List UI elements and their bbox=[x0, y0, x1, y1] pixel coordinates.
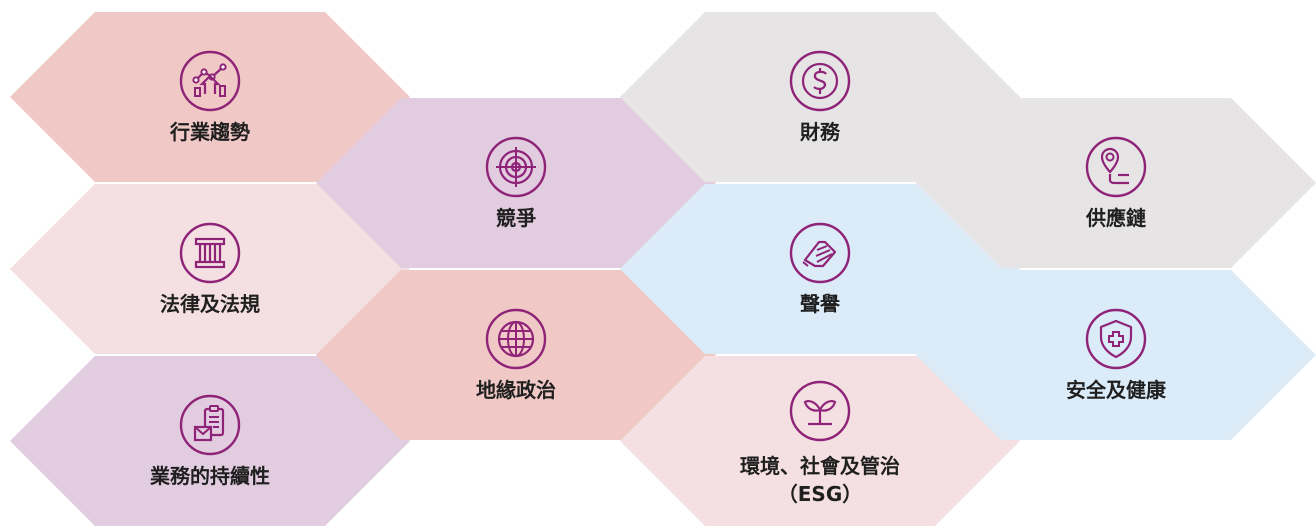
hex-label-line2: （ESG） bbox=[777, 482, 863, 506]
hex-label-line1: 環境、社會及管治 bbox=[740, 454, 900, 478]
hex-label: 法律及法規 bbox=[160, 292, 260, 316]
hex-finance: 財務 bbox=[620, 12, 1020, 182]
hex-reputation: 聲譽 bbox=[620, 184, 1020, 354]
globe-icon bbox=[485, 308, 547, 370]
handshake-icon bbox=[789, 222, 851, 284]
hex-label: 環境、社會及管治 （ESG） bbox=[620, 452, 1020, 508]
trend-chart-icon bbox=[179, 50, 241, 112]
hexagon-shape bbox=[10, 184, 410, 354]
hex-label: 業務的持續性 bbox=[150, 464, 270, 488]
hex-label: 供應鏈 bbox=[1086, 206, 1146, 230]
hex-geopolitics: 地緣政治 bbox=[316, 270, 716, 440]
hexagon-shape bbox=[916, 270, 1316, 440]
hex-label: 財務 bbox=[800, 120, 840, 144]
hex-competition: 競爭 bbox=[316, 98, 716, 268]
shield-plus-icon bbox=[1085, 308, 1147, 370]
hex-industry-trends: 行業趨勢 bbox=[10, 12, 410, 182]
sprout-icon bbox=[789, 380, 851, 442]
hexagon-shape bbox=[10, 12, 410, 182]
clipboard-mail-icon bbox=[179, 394, 241, 456]
hexagon-shape bbox=[620, 184, 1020, 354]
dollar-icon bbox=[789, 50, 851, 112]
hex-label: 安全及健康 bbox=[1066, 378, 1166, 402]
pillar-icon bbox=[179, 222, 241, 284]
hex-esg: 環境、社會及管治 （ESG） bbox=[620, 356, 1020, 526]
target-icon bbox=[485, 136, 547, 198]
hex-business-continuity: 業務的持續性 bbox=[10, 356, 410, 526]
hex-legal-regulation: 法律及法規 bbox=[10, 184, 410, 354]
location-route-icon bbox=[1085, 136, 1147, 198]
hex-safety-health: 安全及健康 bbox=[916, 270, 1316, 440]
hex-supply-chain: 供應鏈 bbox=[916, 98, 1316, 268]
hex-label: 競爭 bbox=[496, 206, 536, 230]
hex-label: 聲譽 bbox=[800, 292, 840, 316]
hex-label: 行業趨勢 bbox=[170, 120, 250, 144]
hex-label: 地緣政治 bbox=[476, 378, 556, 402]
